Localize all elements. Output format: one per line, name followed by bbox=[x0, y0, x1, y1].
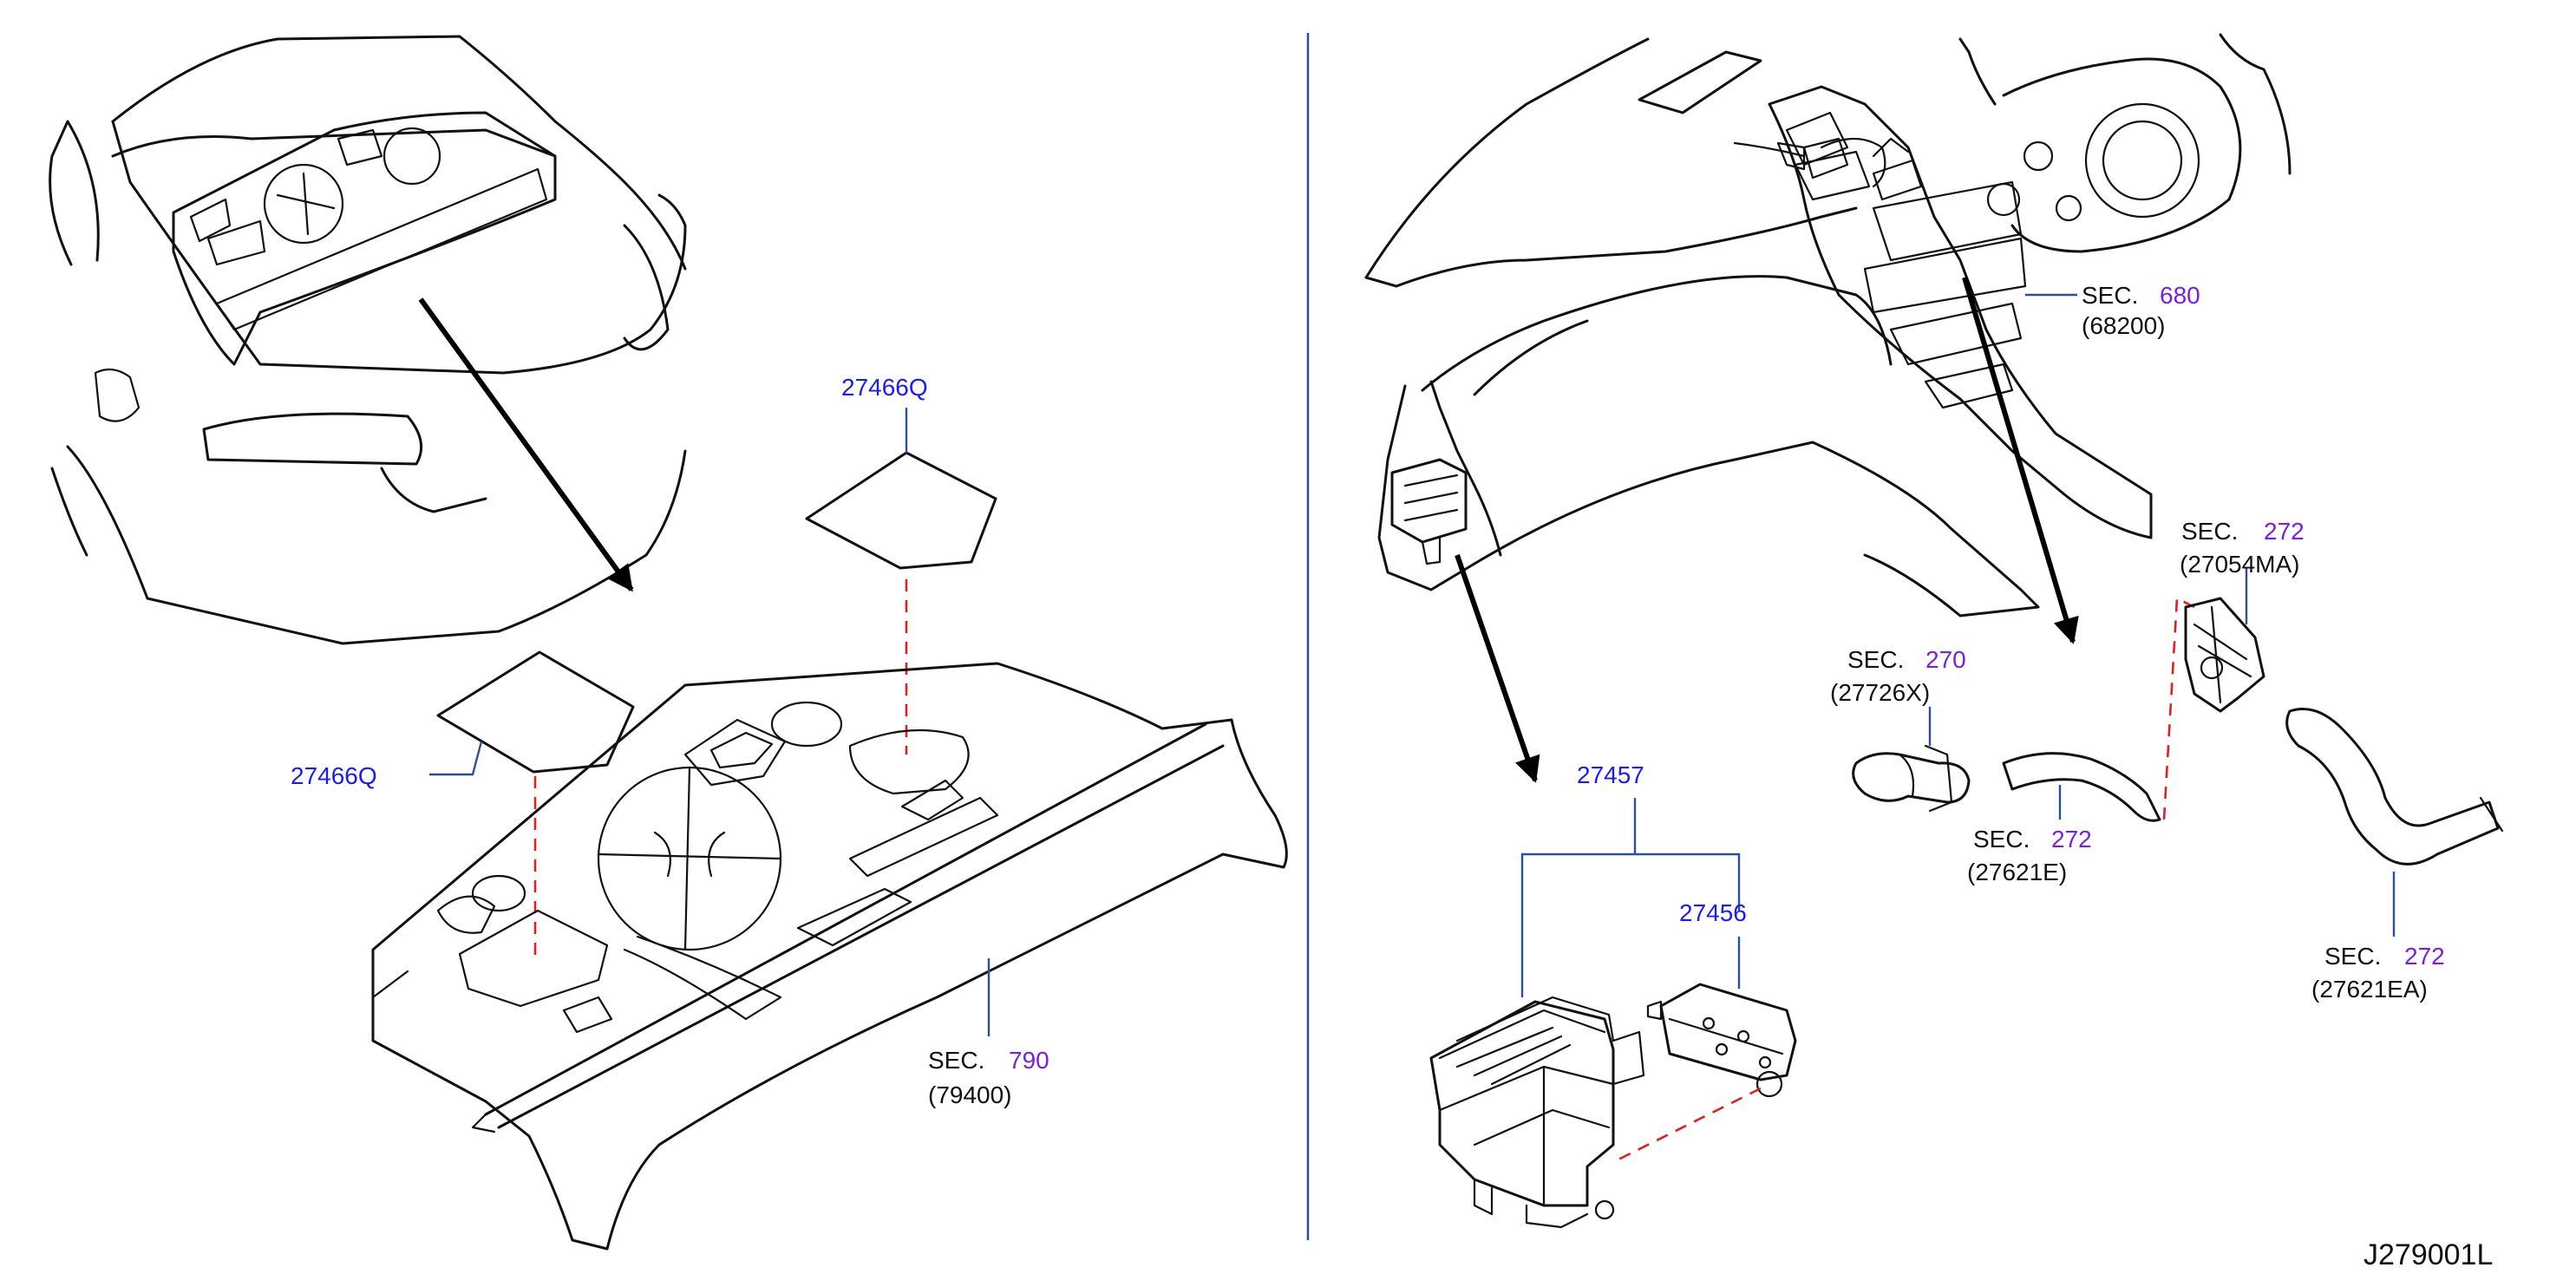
rear-parcel-shelf bbox=[371, 662, 1288, 1251]
hose-27621e bbox=[2002, 752, 2161, 822]
label-27466q-top: 27466Q bbox=[841, 374, 928, 401]
label-27457: 27457 bbox=[1577, 761, 1644, 788]
arrow-to-heater-hoses bbox=[1962, 277, 2079, 644]
label-sec-272-b-ref: (27054MA) bbox=[2180, 551, 2300, 578]
label-sec-272-b-prefix: SEC. bbox=[2181, 518, 2238, 545]
label-sec-680-prefix: SEC. bbox=[2082, 282, 2138, 309]
label-27466q-left: 27466Q bbox=[291, 762, 377, 789]
label-sec-272-c-number: 272 bbox=[2404, 943, 2445, 970]
label-sec-790-number: 790 bbox=[1009, 1047, 1049, 1074]
guide-hose-to-valve bbox=[2162, 596, 2195, 820]
leader-27466q-left bbox=[429, 741, 483, 776]
label-sec-270-ref: (27726X) bbox=[1830, 679, 1930, 706]
dashboard-illustration bbox=[1364, 33, 2292, 617]
label-sec-790-ref: (79400) bbox=[928, 1081, 1012, 1108]
label-sec-272-a-number: 272 bbox=[2051, 826, 2092, 853]
label-sec-270-prefix: SEC. bbox=[1847, 646, 1904, 673]
diagram-code: J279001L bbox=[2364, 1238, 2493, 1271]
sensor-27726x bbox=[1852, 744, 1971, 813]
guide-27456-to-27457 bbox=[1612, 1087, 1762, 1164]
insulator-27466q-top bbox=[805, 451, 997, 570]
hose-27621ea bbox=[2285, 708, 2500, 866]
label-sec-272-a-ref: (27621E) bbox=[1967, 859, 2067, 885]
relay-27456 bbox=[1646, 983, 1797, 1098]
label-sec-680-number: 680 bbox=[2160, 282, 2200, 309]
label-sec-272-c-ref: (27621EA) bbox=[2311, 976, 2428, 1003]
insulator-27466q-left bbox=[436, 650, 635, 774]
label-sec-680-ref: (68200) bbox=[2082, 312, 2166, 339]
label-sec-790-prefix: SEC. bbox=[928, 1047, 984, 1074]
dashboard-bracket bbox=[1390, 458, 1468, 565]
unit-27457 bbox=[1429, 996, 1645, 1229]
valve-27054ma bbox=[2184, 597, 2265, 713]
leader-27457 bbox=[1520, 798, 1741, 997]
label-sec-270-number: 270 bbox=[1925, 646, 1966, 673]
label-27456: 27456 bbox=[1679, 899, 1747, 926]
label-sec-272-c-prefix: SEC. bbox=[2324, 943, 2381, 970]
label-sec-272-a-prefix: SEC. bbox=[1973, 826, 2030, 853]
car-rear-illustration bbox=[49, 35, 687, 645]
arrow-to-parcel-shelf bbox=[418, 297, 634, 592]
arrow-to-ipdm bbox=[1455, 554, 1540, 783]
label-sec-272-b-number: 272 bbox=[2264, 518, 2305, 545]
